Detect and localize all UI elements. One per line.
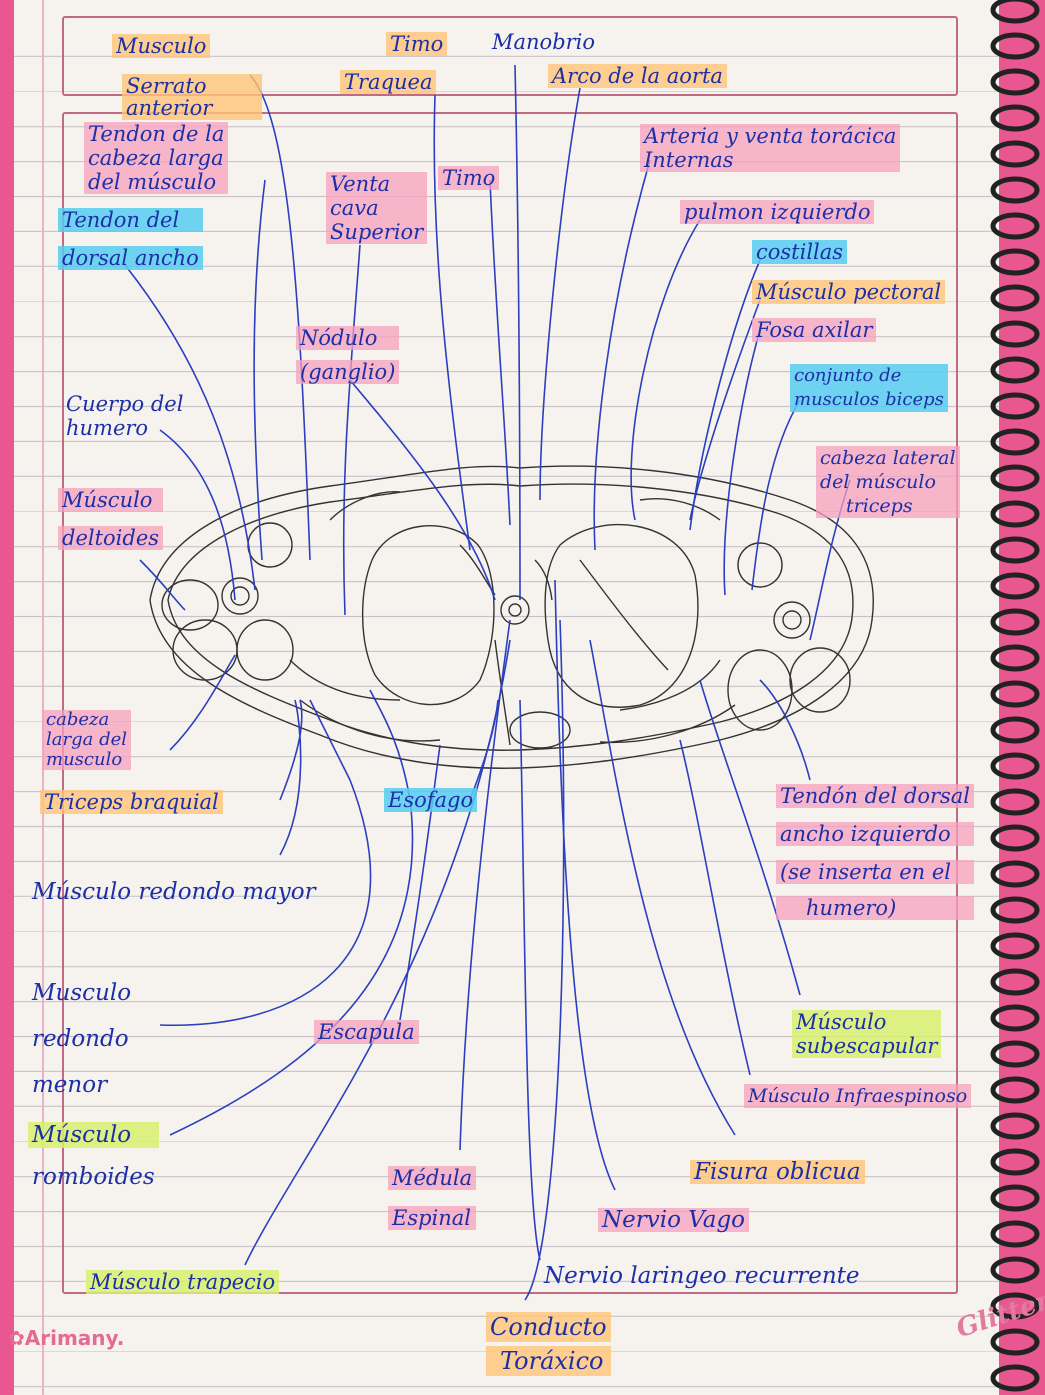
brand-left: ✿Arimany. <box>8 1326 124 1350</box>
label-escapula: Escapula <box>314 1020 419 1044</box>
label-pulmon-izquierdo: pulmon izquierdo <box>680 200 874 224</box>
label-fosa-axilar: Fosa axilar <box>752 318 876 342</box>
label-nervio-vago: Nervio Vago <box>598 1208 749 1232</box>
label-triceps-braquial: Triceps braquial <box>40 790 223 814</box>
label-serrato-anterior: Serrato anterior <box>122 74 262 120</box>
vertebra <box>501 596 529 624</box>
label-arco-aorta: Arco de la aorta <box>548 64 727 88</box>
label-costillas: costillas <box>752 240 847 264</box>
label-nervio-laringeo: Nervio laringeo recurrente <box>540 1264 864 1288</box>
label-nodulo: Nódulo(ganglio) <box>296 326 399 384</box>
label-infraespinoso: Músculo Infraespinoso <box>744 1084 971 1108</box>
label-musculo-trapecio: Músculo trapecio <box>86 1270 279 1294</box>
label-esofago: Esofago <box>384 788 477 812</box>
right-lung <box>363 526 494 705</box>
label-timo: Timo <box>438 166 499 190</box>
label-traquea: Traquea <box>340 70 436 94</box>
label-manobrio: Manobrio <box>488 30 599 54</box>
label-musculo: Musculo <box>112 34 210 58</box>
label-redondo-mayor: Músculo redondo mayor <box>28 880 320 904</box>
label-musculo-pectoral: Músculo pectoral <box>752 280 945 304</box>
label-timo-top: Timo <box>386 32 447 56</box>
left-humerus <box>222 578 258 614</box>
label-fisura-oblicua: Fisura oblicua <box>690 1160 865 1184</box>
right-humerus <box>774 602 810 638</box>
star-icon: ✿ <box>8 1326 25 1350</box>
left-lung <box>545 525 698 708</box>
